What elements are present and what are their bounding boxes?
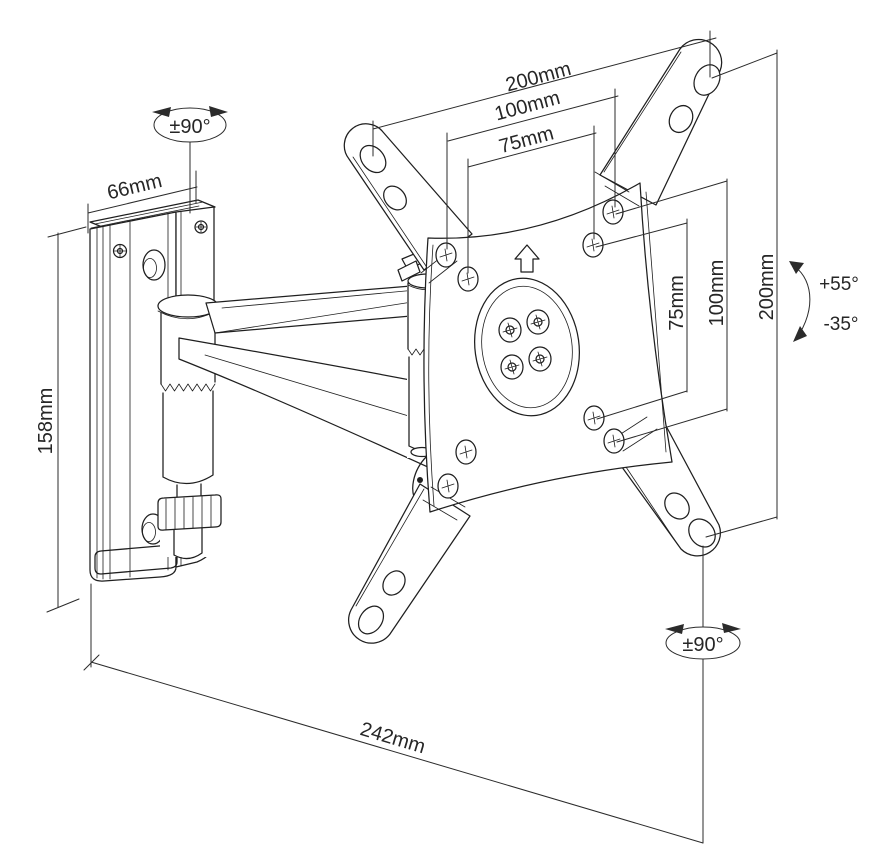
tilt-arrow-down-icon — [793, 326, 807, 342]
rotation-arrow-icon — [209, 106, 228, 117]
vesa-plate — [343, 38, 723, 644]
angle-label-swivel-bottom: ±90° — [682, 634, 723, 656]
rotation-arrow-icon — [665, 624, 684, 634]
dim-label-height-100: 100mm — [706, 260, 728, 327]
dim-label-wall-height: 158mm — [35, 388, 57, 455]
dim-label-height-75: 75mm — [666, 275, 688, 331]
rotation-arrow-icon — [152, 107, 171, 117]
dim-label-reach-242: 242mm — [358, 718, 428, 758]
arm-slot-holes — [357, 64, 721, 635]
dim-height-vesa-75: 75mm — [595, 218, 688, 420]
center-boss-screws — [498, 309, 552, 380]
annotation-swivel-bottom: ±90° — [665, 545, 741, 844]
tilt-arrow-up-icon — [789, 261, 804, 274]
tension-knob — [157, 494, 222, 531]
rotation-arrow-icon — [722, 623, 741, 633]
angle-label-swivel-top: ±90° — [169, 116, 210, 138]
wall-plate-screws — [112, 220, 208, 259]
up-orientation-arrow-icon — [514, 244, 540, 273]
dim-height-outer-200: 200mm — [705, 49, 778, 538]
dim-label-height-200: 200mm — [756, 254, 778, 321]
dim-label-width-75: 75mm — [497, 122, 556, 158]
wall-plate — [89, 199, 216, 582]
knurl-band — [160, 383, 216, 392]
dim-height-vesa-100: 100mm — [615, 178, 728, 443]
wall-hinge-column — [157, 294, 222, 560]
dim-wall-plate-height: 158mm — [35, 226, 87, 613]
vesa-screw-holes — [435, 199, 625, 499]
angle-label-tilt-down: -35° — [823, 314, 858, 335]
center-boss — [473, 277, 581, 417]
dim-label-wall-width: 66mm — [105, 170, 164, 204]
angle-label-tilt-up: +55° — [819, 274, 859, 295]
dim-label-width-200: 200mm — [503, 58, 573, 97]
annotation-swivel-top: ±90° — [152, 106, 228, 214]
annotation-tilt-range: +55° -35° — [789, 261, 859, 342]
